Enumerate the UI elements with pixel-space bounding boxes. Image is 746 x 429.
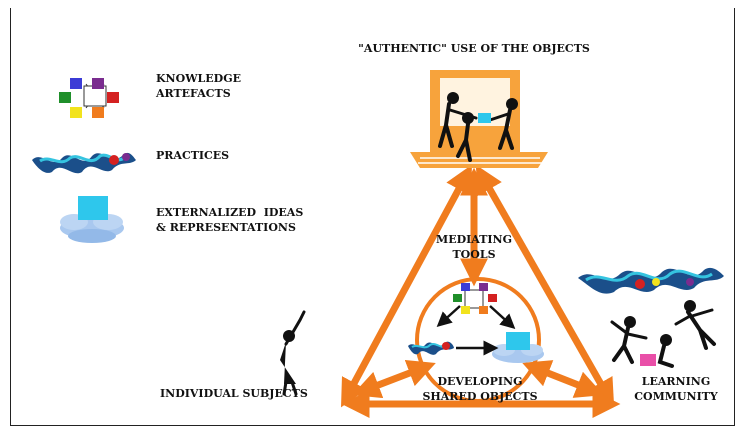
practices-icon — [32, 152, 136, 174]
mediating-tools-label: MEDIATING TOOLS — [436, 232, 512, 262]
developing-shared-objects-label-line2: SHARED OBJECTS — [422, 390, 538, 403]
knowledge-artefacts-label-line2: ARTEFACTS — [156, 87, 231, 100]
developing-shared-objects-label-line1: DEVELOPING — [437, 375, 523, 388]
mediating-tools-label-line1: MEDIATING — [436, 233, 512, 246]
circle-practices-icon — [408, 341, 454, 355]
knowledge-artefacts-label: KNOWLEDGE ARTEFACTS — [156, 71, 241, 101]
circle-artefacts-icon — [453, 283, 497, 314]
authentic-use-label: "AUTHENTIC" USE OF THE OBJECTS — [358, 42, 590, 55]
learning-community-label-line2: COMMUNITY — [634, 390, 718, 403]
practices-label: PRACTICES — [156, 149, 230, 162]
individual-subjects-label: INDIVIDUAL SUBJECTS — [160, 387, 308, 400]
knowledge-artefacts-label-line1: KNOWLEDGE — [156, 72, 241, 85]
shared-objects-circle — [415, 277, 541, 403]
learning-community-label-line1: LEARNING — [641, 375, 711, 388]
knowledge-artefacts-icon — [59, 78, 119, 118]
community-practices-icon — [578, 267, 724, 294]
externalized-ideas-icon — [60, 196, 124, 243]
computer-icon — [410, 70, 548, 168]
learning-community-label: LEARNING COMMUNITY — [634, 374, 718, 404]
individual-subject-figure-icon — [280, 310, 306, 396]
externalized-ideas-label-line1: EXTERNALIZED IDEAS — [156, 206, 304, 219]
people-at-computer-icon — [438, 92, 518, 162]
mediating-tools-label-line2: TOOLS — [452, 248, 496, 261]
circle-cloud-icon — [492, 332, 544, 363]
figure-frame — [10, 8, 735, 426]
triangle-arrows — [341, 164, 621, 418]
circle-inner-arrows — [436, 305, 516, 356]
developing-shared-objects-label: DEVELOPING SHARED OBJECTS — [422, 374, 537, 404]
externalized-ideas-label: EXTERNALIZED IDEAS & REPRESENTATIONS — [156, 205, 303, 235]
community-people-icon — [610, 300, 716, 368]
externalized-ideas-label-line2: & REPRESENTATIONS — [156, 221, 296, 234]
